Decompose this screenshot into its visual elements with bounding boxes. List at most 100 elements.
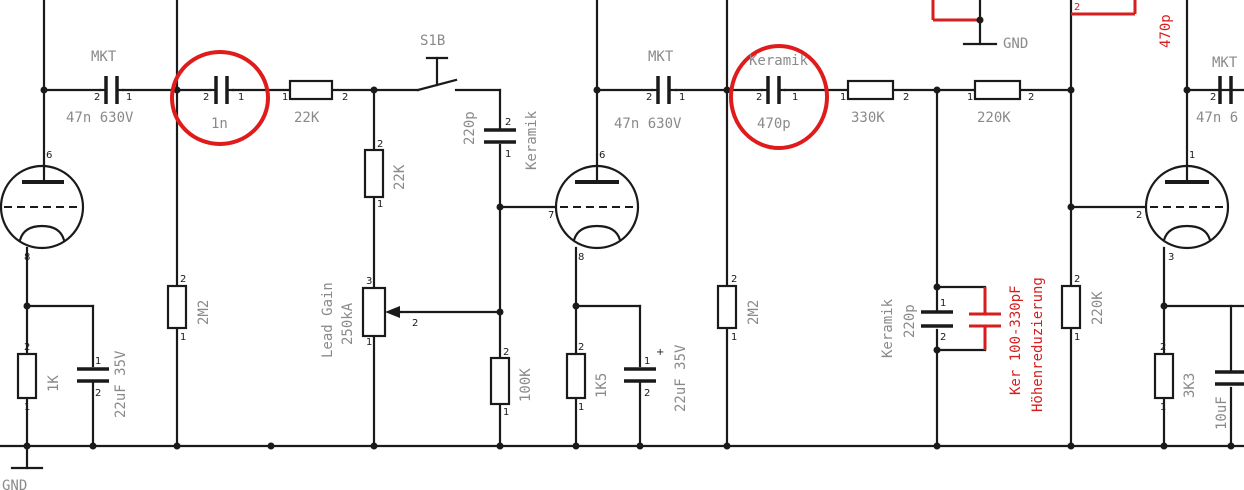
label-mkt-1: MKT [91, 49, 117, 65]
pin-top-right: 2 [1074, 2, 1080, 13]
svg-text:8: 8 [24, 252, 30, 263]
label-c3-value: 47n 630V [614, 116, 682, 132]
svg-text:7: 7 [548, 210, 554, 221]
label-r-22k-v: 22K [392, 164, 408, 190]
label-pot-name: Lead Gain [320, 282, 336, 358]
capacitor-22uf-1: 12 [77, 356, 109, 399]
svg-text:2: 2 [94, 92, 100, 103]
svg-text:2: 2 [377, 139, 383, 150]
svg-text:1: 1 [505, 149, 511, 160]
label-c5-value: 47n 6 [1196, 110, 1238, 126]
svg-text:2: 2 [180, 274, 186, 285]
highlight-circle-1n [170, 50, 270, 146]
svg-text:1: 1 [95, 356, 101, 367]
svg-text:1: 1 [644, 356, 650, 367]
svg-text:2: 2 [503, 347, 509, 358]
label-c-22uf-2: 22uF 35V [673, 344, 689, 412]
svg-text:8: 8 [578, 252, 584, 263]
label-red-cap-a: Ker 100-330pF [1008, 285, 1024, 395]
svg-text:1: 1 [1074, 332, 1080, 343]
svg-text:2: 2 [342, 92, 348, 103]
svg-text:2: 2 [1074, 274, 1080, 285]
tube-2: 6 7 8 [548, 150, 640, 263]
svg-text:1: 1 [1160, 402, 1166, 413]
label-r-1k5: 1K5 [594, 373, 610, 398]
svg-text:2: 2 [1136, 210, 1142, 221]
label-mkt-3: MKT [1212, 55, 1238, 71]
label-r-100k: 100K [518, 368, 534, 402]
label-r-1k: 1K [46, 375, 62, 392]
svg-text:1: 1 [940, 298, 946, 309]
svg-text:1: 1 [792, 92, 798, 103]
svg-text:6: 6 [46, 150, 52, 161]
switch-s1b [416, 56, 458, 92]
capacitor-keramik-220p: 12 [921, 298, 953, 343]
label-keramik-220p-a: Keramik [880, 298, 896, 358]
label-r-3k3: 3K3 [1182, 373, 1198, 398]
label-top-right-470p: 470p [1158, 14, 1174, 48]
svg-text:2: 2 [1028, 92, 1034, 103]
label-c-22uf-1: 22uF 35V [113, 350, 129, 418]
label-mkt-2: MKT [648, 49, 674, 65]
label-c-220p-v: 220p [462, 111, 478, 145]
svg-text:2: 2 [903, 92, 909, 103]
svg-text:1: 1 [238, 92, 244, 103]
label-r-330k: 330K [851, 110, 885, 126]
svg-text:1: 1 [679, 92, 685, 103]
svg-text:2: 2 [646, 92, 652, 103]
tube-1: 6 8 [0, 150, 85, 263]
svg-text:2: 2 [95, 388, 101, 399]
label-s1b: S1B [420, 33, 445, 49]
svg-text:2: 2 [940, 332, 946, 343]
label-r-220k-h: 220K [977, 110, 1011, 126]
svg-text:1: 1 [731, 332, 737, 343]
svg-text:2: 2 [412, 318, 418, 329]
tube-3: 1 2 3 [1136, 150, 1230, 263]
svg-text:2: 2 [1160, 342, 1166, 353]
svg-text:1: 1 [24, 402, 30, 413]
svg-text:2: 2 [1210, 92, 1216, 103]
svg-text:3: 3 [366, 276, 372, 287]
label-c-keramik-v: Keramik [524, 110, 540, 170]
svg-text:1: 1 [377, 199, 383, 210]
label-r-22k-h: 22K [294, 110, 320, 126]
svg-text:2: 2 [731, 274, 737, 285]
label-c4-value: 470p [757, 116, 791, 132]
label-keramik-220p-b: 220p [902, 304, 918, 338]
svg-text:1: 1 [578, 402, 584, 413]
svg-text:1: 1 [503, 407, 509, 418]
svg-text:1: 1 [282, 92, 288, 103]
svg-text:+: + [656, 347, 664, 358]
label-c2-value: 1n [211, 116, 228, 132]
label-gnd-left: GND [2, 478, 27, 490]
svg-text:1: 1 [366, 337, 372, 348]
svg-text:1: 1 [840, 92, 846, 103]
label-r-220k-v: 220K [1090, 291, 1106, 325]
svg-text:6: 6 [599, 150, 605, 161]
label-c1-value: 47n 630V [66, 110, 134, 126]
capacitor-c5: 2 [1210, 76, 1233, 104]
label-r-2m2-2: 2M2 [746, 300, 762, 325]
junctions [23, 16, 1235, 450]
svg-text:1: 1 [126, 92, 132, 103]
svg-text:2: 2 [203, 92, 209, 103]
label-gnd-top: GND [1003, 36, 1028, 52]
capacitor-10uf [1215, 370, 1244, 386]
svg-text:2: 2 [505, 117, 511, 128]
label-c-10uf: 10uF [1214, 396, 1230, 430]
label-pot-value: 250kA [340, 302, 356, 345]
svg-text:2: 2 [578, 342, 584, 353]
potentiometer-lead-gain: 3 1 2 [361, 276, 418, 348]
svg-text:3: 3 [1168, 252, 1174, 263]
svg-text:1: 1 [180, 332, 186, 343]
svg-text:1: 1 [1189, 150, 1195, 161]
capacitor-22uf-2: 12 + [624, 347, 664, 399]
capacitor-red-optional [969, 312, 1001, 328]
capacitor-220p-vertical: 21 [484, 117, 516, 160]
svg-text:1: 1 [967, 92, 973, 103]
